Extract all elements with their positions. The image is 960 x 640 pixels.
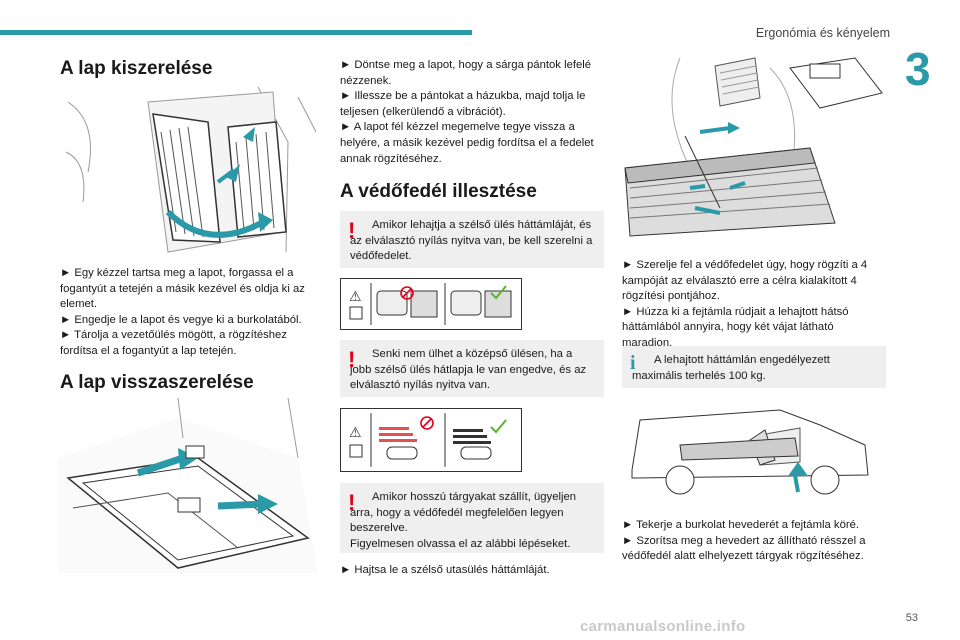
figure-panel-reinstall <box>58 398 318 573</box>
figure-seat-pictogram-1: ⚠ <box>340 278 522 330</box>
info-icon: i <box>630 352 636 374</box>
watermark: carmanualsonline.info <box>580 618 746 635</box>
warning-icon: ! <box>348 218 356 243</box>
warning-icon: ! <box>348 490 356 515</box>
svg-text:⚠: ⚠ <box>349 289 362 305</box>
heading-removal: A lap kiszerelése <box>60 58 213 79</box>
heading-cover-fitting: A védőfedél illesztése <box>340 181 537 202</box>
warning-text-2: Senki nem ülhet a középső ülésen, ha a j… <box>350 348 587 392</box>
warning-icon: ! <box>348 347 356 372</box>
warning-box-3: ! Amikor hosszú tárgyakat szállít, ügyel… <box>340 483 604 553</box>
text-removal-steps: ► Egy kézzel tartsa meg a lapot, forgass… <box>60 267 305 357</box>
heading-reinstall: A lap visszaszerelése <box>60 372 254 393</box>
text-strap-steps: ► Tekerje a burkolat hevederét a fejtáml… <box>622 519 866 563</box>
info-text: A lehajtott háttámlán engedélyezett maxi… <box>632 354 830 382</box>
figure-seat-pictogram-2: ⚠ <box>340 408 522 472</box>
warning-text-3: Amikor hosszú tárgyakat szállít, ügyelje… <box>350 491 577 550</box>
figure-van-load <box>631 409 869 495</box>
figure-panel-removal <box>65 86 317 253</box>
warning-box-2: ! Senki nem ülhet a középső ülésen, ha a… <box>340 340 604 397</box>
svg-text:⚠: ⚠ <box>349 425 362 441</box>
header-accent-bar <box>0 30 472 35</box>
warning-text-1: Amikor lehajtja a szélső ülés háttámlájá… <box>350 219 593 263</box>
page-number: 53 <box>905 612 918 624</box>
text-reinstall-steps: ► Döntse meg a lapot, hogy a sárga pánto… <box>340 59 594 165</box>
figure-cover-install <box>624 57 883 237</box>
section-title: Ergonómia és kényelem <box>755 26 890 40</box>
warning-box-1: ! Amikor lehajtja a szélső ülés háttámlá… <box>340 211 604 268</box>
text-fold-seat: ► Hajtsa le a szélső utasülés háttámlájá… <box>340 564 550 576</box>
info-box: i A lehajtott háttámlán engedélyezett ma… <box>622 346 886 388</box>
chapter-number: 3 <box>905 43 931 95</box>
